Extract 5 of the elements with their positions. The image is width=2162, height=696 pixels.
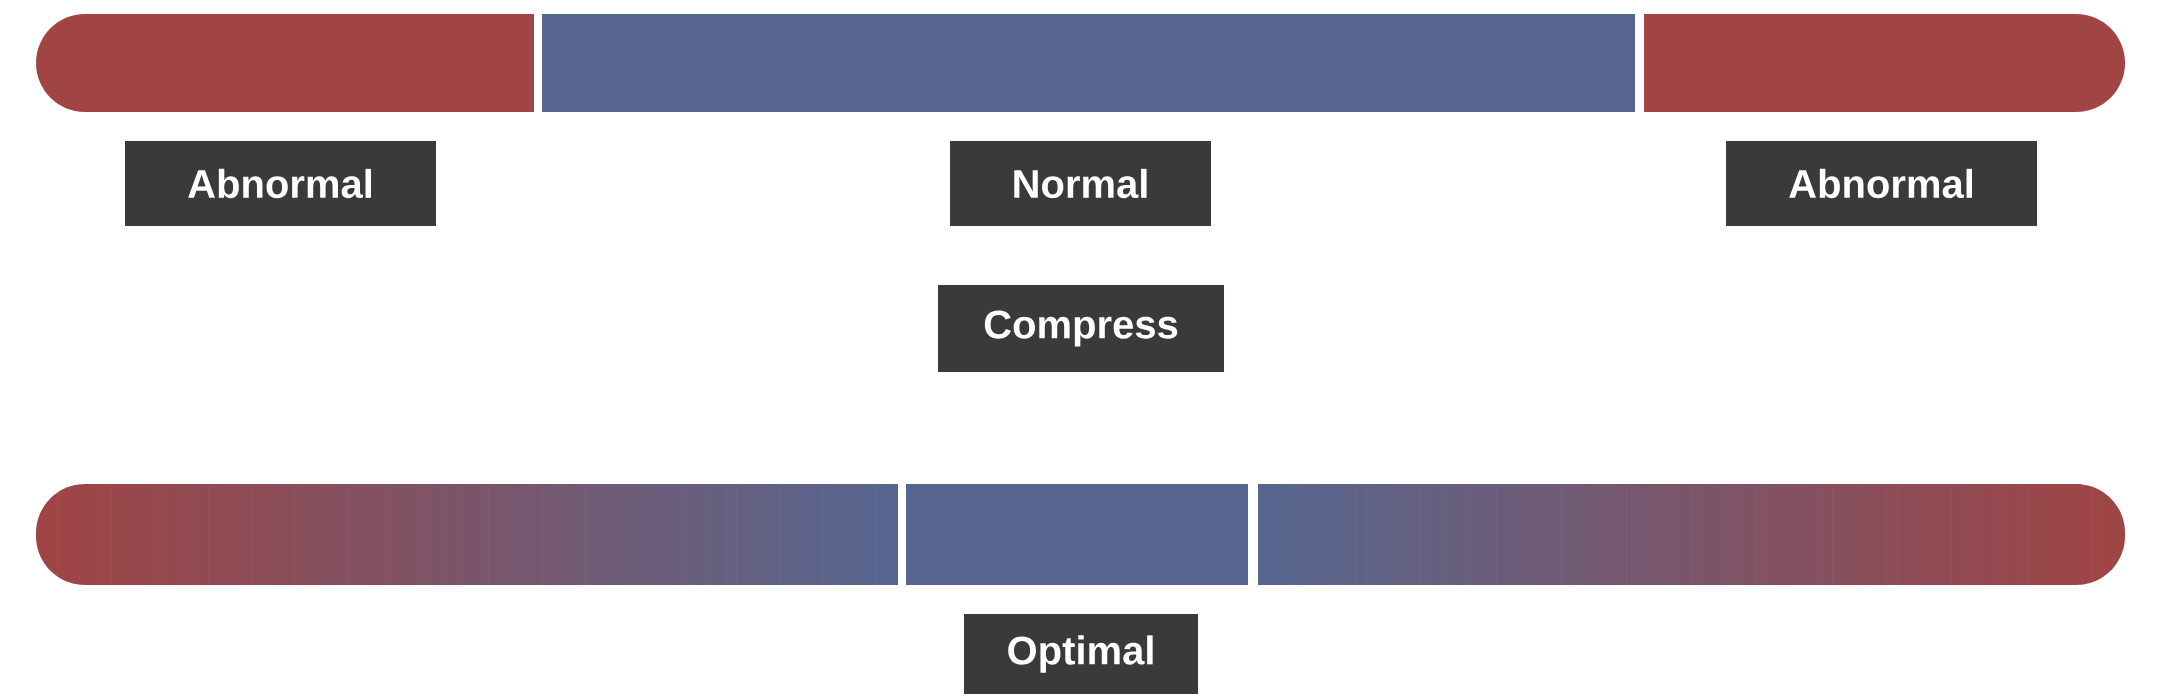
label-box: Optimal bbox=[964, 614, 1198, 694]
label-box: Compress bbox=[938, 285, 1224, 372]
label-box: Abnormal bbox=[1726, 141, 2038, 226]
label-box: Normal bbox=[950, 141, 1211, 226]
label-box: Abnormal bbox=[125, 141, 436, 226]
